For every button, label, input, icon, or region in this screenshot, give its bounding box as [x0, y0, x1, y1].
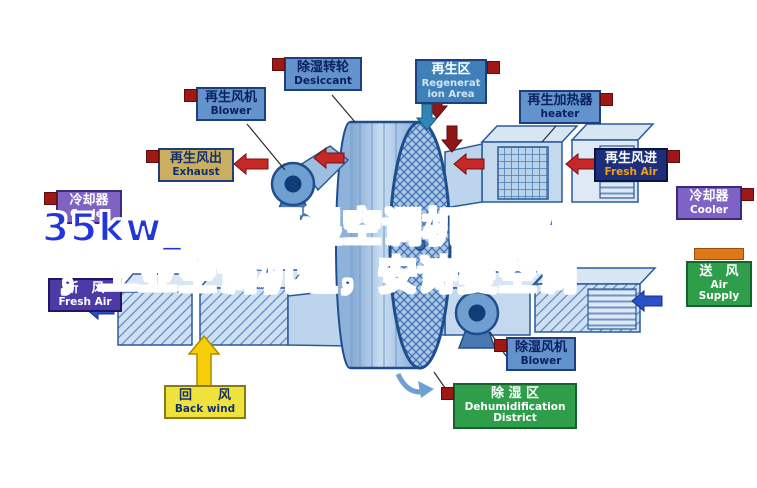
label-fresh-air: 新 风 Fresh Air [48, 278, 122, 313]
red-arrow-wheel-to-fan [313, 146, 345, 170]
label-regen-fresh-in: 再生风进 Fresh Air [594, 148, 668, 183]
teal-arrow-regen-area [415, 103, 439, 131]
red-marker [667, 150, 680, 163]
red-marker [741, 188, 754, 201]
label-regen-fresh-in-en: Fresh Air [604, 165, 658, 178]
label-cooler-right-en: Cooler [689, 203, 729, 216]
label-regen-exhaust-en: Exhaust [172, 165, 220, 178]
label-dehum-district-zh: 除 湿 区 [490, 386, 540, 401]
label-air-supply-en: Air Supply [698, 278, 740, 303]
label-cooler-right-zh: 冷却器 [689, 189, 729, 204]
label-desiccant-wheel-zh: 除湿转轮 [296, 60, 349, 75]
orange-marker [694, 248, 744, 260]
desiccant-wheel-graphic [335, 120, 452, 398]
label-dehum-blower: 除湿风机 Blower [506, 337, 576, 372]
red-arrow-into-heater [565, 152, 597, 176]
red-arrow-heater-to-wheel [453, 152, 485, 176]
label-regen-blower: 再生风机 Blower [196, 87, 266, 122]
label-return-air-en: Back wind [174, 402, 236, 415]
label-regen-fresh-in-zh: 再生风进 [604, 151, 657, 166]
label-cooler-left-en: Cooler [69, 207, 109, 220]
label-regen-area-en: Regeneration Area [421, 77, 481, 100]
label-regen-heater-zh: 再生加热器 [527, 93, 593, 108]
label-regen-exhaust-zh: 再生风出 [169, 151, 222, 166]
label-fresh-air-en: Fresh Air [58, 295, 112, 308]
label-return-air: 回 风 Back wind [164, 385, 246, 420]
red-marker [487, 61, 500, 74]
label-air-supply-zh: 送 风 [699, 264, 739, 279]
red-marker [184, 89, 197, 102]
label-regen-blower-en: Blower [210, 104, 252, 117]
supply-fan-graphic [454, 290, 500, 349]
label-regen-blower-zh: 再生风机 [204, 90, 257, 105]
label-regen-area: 再生区 Regeneration Area [415, 59, 487, 104]
label-desiccant-wheel: 除湿转轮 Desiccant [284, 57, 362, 92]
label-cooler-right: 冷却器 Cooler [676, 186, 742, 221]
label-dehum-district-en: Dehumidification District [464, 400, 566, 425]
red-marker [272, 58, 285, 71]
yellow-arrow-return-air [187, 334, 221, 387]
red-marker [441, 387, 454, 400]
label-dehum-blower-en: Blower [520, 354, 562, 367]
red-marker [44, 192, 57, 205]
label-dehum-district: 除 湿 区 Dehumidification District [453, 383, 577, 430]
label-regen-heater-en: heater [540, 107, 580, 120]
dark-red-arrow-down-2 [440, 125, 464, 153]
label-return-air-zh: 回 风 [178, 388, 231, 403]
process-inlet-duct [116, 269, 351, 347]
red-arrow-exhaust [233, 152, 269, 176]
blue-arrow-supply [631, 289, 663, 313]
label-fresh-air-zh: 新 风 [65, 281, 105, 296]
red-marker [146, 150, 159, 163]
label-desiccant-wheel-en: Desiccant [294, 74, 352, 87]
label-regen-exhaust: 再生风出 Exhaust [158, 148, 234, 183]
label-regen-area-zh: 再生区 [431, 62, 471, 77]
label-regen-heater: 再生加热器 heater [519, 90, 601, 125]
label-cooler-left: 冷却器 Cooler [56, 190, 122, 225]
label-air-supply: 送 风 Air Supply [686, 261, 752, 308]
label-cooler-left-zh: 冷却器 [69, 193, 109, 208]
label-dehum-blower-zh: 除湿风机 [514, 340, 567, 355]
red-marker [494, 339, 507, 352]
red-marker [600, 93, 613, 106]
